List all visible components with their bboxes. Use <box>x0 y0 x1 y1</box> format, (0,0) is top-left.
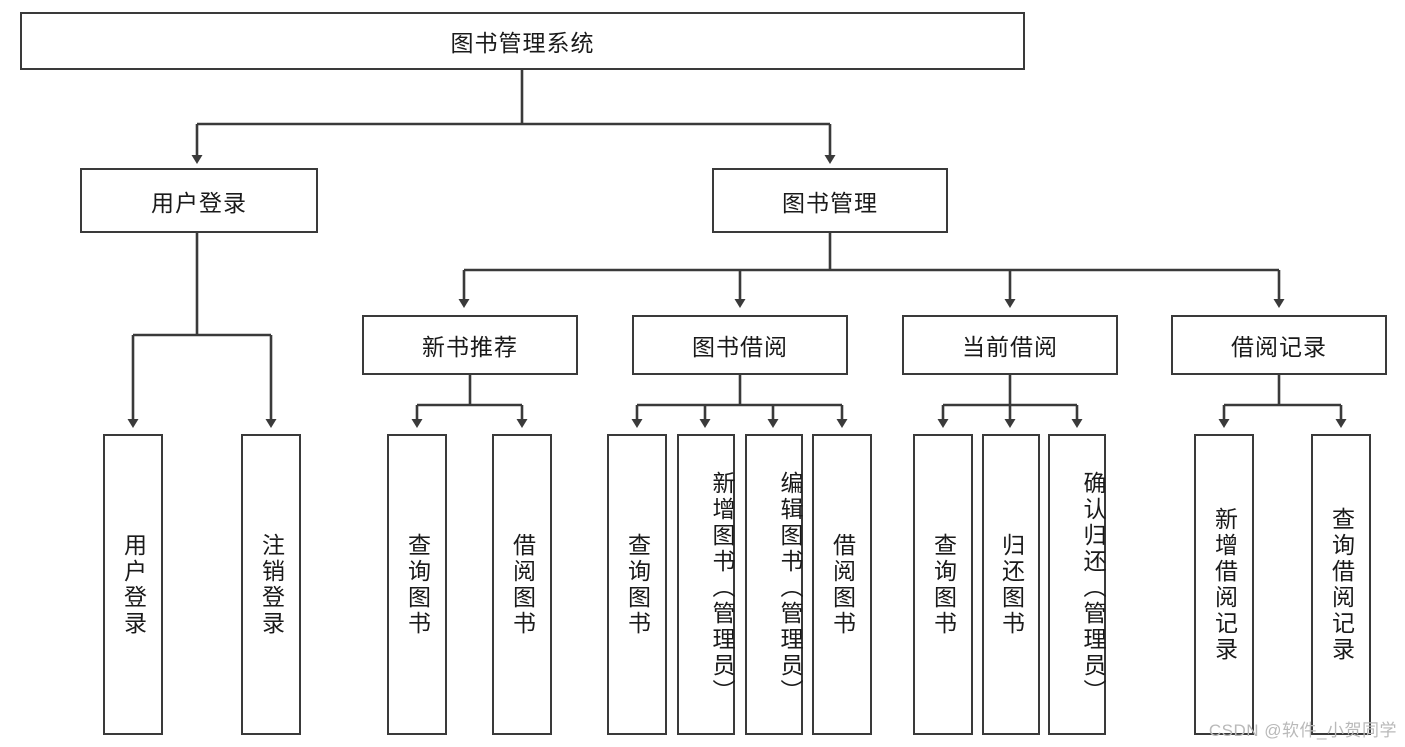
node-borrow-record[interactable]: 借阅记录 <box>1171 315 1387 375</box>
leaf-add-record-label: 新增借阅记录 <box>1211 506 1238 663</box>
leaf-user-login[interactable]: 用户登录 <box>103 434 163 735</box>
leaf-confirm-return-label: 确认归还（管理员） <box>1080 470 1106 705</box>
edges-userlogin-leaves <box>127 233 277 428</box>
leaf-confirm-return[interactable]: 确认归还（管理员） <box>1048 434 1106 735</box>
leaf-query-book-3-label: 查询图书 <box>930 532 957 637</box>
leaf-query-book-1-label: 查询图书 <box>404 532 431 637</box>
node-book-borrow-label: 图书借阅 <box>692 334 788 360</box>
node-book-management-label: 图书管理 <box>782 189 878 216</box>
node-root[interactable]: 图书管理系统 <box>20 12 1025 70</box>
node-user-login[interactable]: 用户登录 <box>80 168 318 233</box>
leaf-user-logout[interactable]: 注销登录 <box>241 434 301 735</box>
leaf-borrow-book-1[interactable]: 借阅图书 <box>492 434 552 735</box>
node-root-label: 图书管理系统 <box>450 30 595 56</box>
leaf-borrow-book-2-label: 借阅图书 <box>829 532 856 637</box>
leaf-query-book-2[interactable]: 查询图书 <box>607 434 667 735</box>
node-borrow-record-label: 借阅记录 <box>1231 334 1327 360</box>
edges-currentborrow-leaves <box>937 375 1083 428</box>
leaf-add-book[interactable]: 新增图书（管理员） <box>677 434 735 735</box>
leaf-add-book-label: 新增图书（管理员） <box>709 470 735 705</box>
leaf-add-record[interactable]: 新增借阅记录 <box>1194 434 1254 735</box>
node-current-borrow[interactable]: 当前借阅 <box>902 315 1118 375</box>
node-current-borrow-label: 当前借阅 <box>962 334 1058 360</box>
node-new-book-recommend-label: 新书推荐 <box>422 334 518 360</box>
leaf-edit-book-label: 编辑图书（管理员） <box>777 470 803 705</box>
leaf-edit-book[interactable]: 编辑图书（管理员） <box>745 434 803 735</box>
leaf-query-record-label: 查询借阅记录 <box>1328 506 1355 663</box>
watermark: CSDN @软件_小贺同学 <box>1208 721 1397 740</box>
edges-newbook-leaves <box>411 375 528 428</box>
node-book-borrow[interactable]: 图书借阅 <box>632 315 848 375</box>
node-user-login-label: 用户登录 <box>151 189 247 216</box>
leaf-query-book-2-label: 查询图书 <box>624 532 651 637</box>
leaf-return-book-label: 归还图书 <box>998 532 1025 637</box>
leaf-borrow-book-2[interactable]: 借阅图书 <box>812 434 872 735</box>
leaf-user-logout-label: 注销登录 <box>258 532 285 637</box>
leaf-query-record[interactable]: 查询借阅记录 <box>1311 434 1371 735</box>
node-new-book-recommend[interactable]: 新书推荐 <box>362 315 578 375</box>
leaf-return-book[interactable]: 归还图书 <box>982 434 1040 735</box>
edges-bookmgmt-level3 <box>458 233 1285 308</box>
edges-borrowrecord-leaves <box>1218 375 1347 428</box>
edges-root-level2 <box>191 70 836 164</box>
edges-bookborrow-leaves <box>631 375 848 428</box>
leaf-borrow-book-1-label: 借阅图书 <box>509 532 536 637</box>
leaf-user-login-label: 用户登录 <box>120 532 147 637</box>
leaf-query-book-1[interactable]: 查询图书 <box>387 434 447 735</box>
node-book-management[interactable]: 图书管理 <box>712 168 948 233</box>
leaf-query-book-3[interactable]: 查询图书 <box>913 434 973 735</box>
